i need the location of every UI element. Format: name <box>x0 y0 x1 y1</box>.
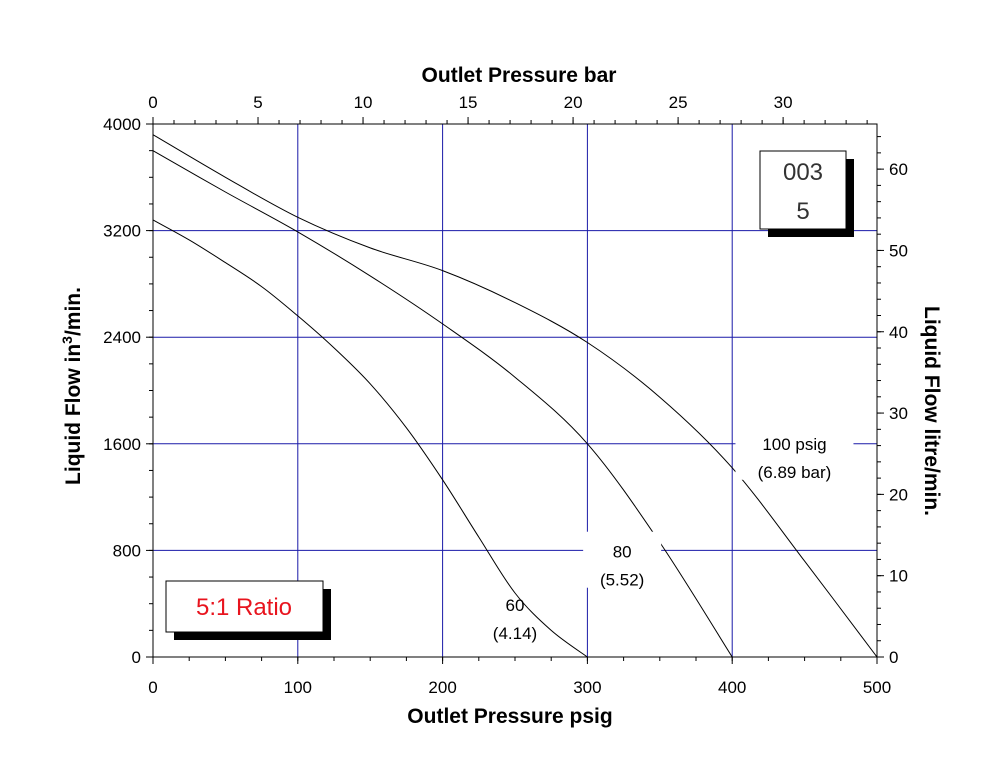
ratio-box-frame <box>165 580 324 633</box>
y-axis-left-title: Liquid Flow in3/min. <box>59 287 85 485</box>
curve-label: 60 <box>506 596 525 615</box>
y-right-tick-label: 30 <box>889 404 908 423</box>
curve-label-sub: (6.89 bar) <box>758 463 832 482</box>
x-top-tick-label: 5 <box>253 93 262 112</box>
curve-label: 100 psig <box>762 435 826 454</box>
x-top-tick-label: 0 <box>148 93 157 112</box>
curve-annotations: 60 (4.14) 80 (5.52) 100 psig (6.89 bar) <box>493 423 854 643</box>
y-left-tick-label: 800 <box>113 541 141 560</box>
x-top-tick-label: 25 <box>669 93 688 112</box>
curve-label-sub: (5.52) <box>600 571 644 590</box>
y-right-tick-label: 50 <box>889 241 908 260</box>
x-bottom-tick-label: 0 <box>148 678 157 697</box>
y-left-tick-label: 0 <box>132 648 141 667</box>
x-top-tick-label: 10 <box>354 93 373 112</box>
flow-curves <box>152 134 878 658</box>
annotation-background <box>735 423 854 480</box>
x-axis-top-title: Outlet Pressure bar <box>422 64 617 87</box>
model-number-box: 003 5 <box>759 150 854 237</box>
y-right-tick-label: 0 <box>889 648 898 667</box>
flow-curve <box>152 134 878 658</box>
y-right-tick-label: 40 <box>889 323 908 342</box>
annotation-background <box>583 531 662 588</box>
x-top-tick-label: 15 <box>459 93 478 112</box>
ratio-box-text: 5:1 Ratio <box>196 594 292 621</box>
curve-label: 80 <box>613 543 632 562</box>
y-left-title-prefix: Liquid Flow in <box>62 344 85 485</box>
y-left-tick-label: 2400 <box>103 328 141 347</box>
y-right-tick-label: 10 <box>889 567 908 586</box>
ratio-box: 5:1 Ratio <box>165 580 331 640</box>
y-left-tick-label: 3200 <box>103 222 141 241</box>
x-bottom-tick-label: 300 <box>573 678 601 697</box>
model-number-box-frame <box>759 150 847 230</box>
x-bottom-tick-label: 500 <box>863 678 891 697</box>
x-top-tick-label: 30 <box>774 93 793 112</box>
x-top-tick-label: 20 <box>564 93 583 112</box>
x-bottom-tick-label: 200 <box>428 678 456 697</box>
x-bottom-tick-label: 400 <box>718 678 746 697</box>
y-right-tick-label: 60 <box>889 160 908 179</box>
y-left-tick-label: 4000 <box>103 115 141 134</box>
flow-curve <box>152 150 733 658</box>
x-bottom-tick-label: 100 <box>284 678 312 697</box>
y-right-tick-label: 20 <box>889 485 908 504</box>
flow-curve <box>152 219 588 658</box>
y-left-title-sup: 3 <box>59 336 75 344</box>
y-axis-right-title: Liquid Flow litre/min. <box>920 306 943 516</box>
y-left-title-suffix: /min. <box>62 287 85 336</box>
grid-lines <box>153 124 877 657</box>
curve-label-sub: (4.14) <box>493 624 537 643</box>
y-left-tick-label: 1600 <box>103 435 141 454</box>
model-number-line-2: 5 <box>796 198 809 225</box>
model-number-line-1: 003 <box>783 159 823 186</box>
x-axis-bottom-title: Outlet Pressure psig <box>407 705 612 728</box>
